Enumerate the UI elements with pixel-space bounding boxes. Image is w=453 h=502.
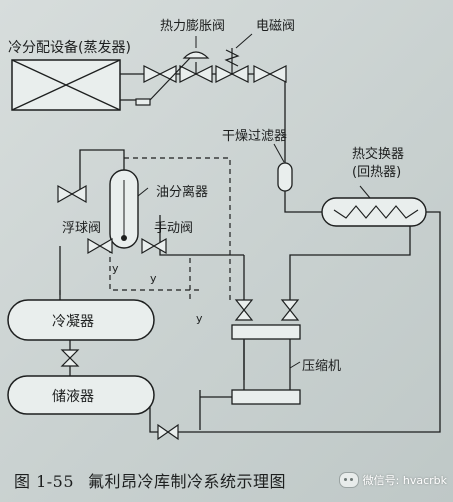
- bottom-liquid-valve: [157, 423, 179, 441]
- compressor: [200, 324, 301, 405]
- label-thermal-expansion-valve: 热力膨胀阀: [160, 19, 225, 34]
- condenser: [7, 299, 155, 341]
- sensing-bulb: [135, 98, 151, 106]
- label-solenoid-valve: 电磁阀: [256, 19, 295, 34]
- thermal-expansion-valve-symbol: [149, 51, 213, 101]
- figure-number: 图 1-55: [14, 472, 75, 491]
- discharge-to-oil-sep: [159, 215, 244, 256]
- watermark: 微信号: hvacrbk: [338, 472, 447, 488]
- leader-solenoid: [235, 33, 253, 49]
- label-evaporator: 冷分配设备(蒸发器): [8, 39, 131, 56]
- oil-separator: [109, 169, 139, 249]
- leader-compressor: [289, 361, 301, 369]
- label-heat-exchanger-sub: (回热器): [352, 165, 401, 180]
- dashed-line-mid: [109, 248, 200, 291]
- label-y-right: y: [196, 312, 203, 325]
- liquid-line-to-hx: [284, 190, 322, 213]
- valve-top-4: [253, 65, 287, 83]
- filter-drier: [277, 162, 293, 192]
- float-valve-symbol: [87, 237, 113, 255]
- compressor-valve-right: [280, 299, 300, 321]
- label-manual-valve: 手动阀: [154, 221, 193, 236]
- label-filter-drier: 干燥过滤器: [222, 129, 287, 144]
- label-y-left: y: [112, 262, 119, 275]
- suction-return-line: [175, 211, 441, 433]
- dashed-pressure-lines: [59, 157, 231, 300]
- leader-oil-sep: [137, 187, 149, 197]
- watermark-text: 微信号: hvacrbk: [362, 474, 447, 487]
- heat-exchanger: [321, 197, 427, 227]
- wechat-icon: [338, 472, 359, 488]
- leader-filter: [273, 143, 285, 163]
- leader-heat-exchanger: [359, 185, 371, 199]
- manual-valve-symbol: [141, 237, 167, 255]
- suction-line-to-compressor: [289, 226, 411, 300]
- leader-lines: [137, 33, 371, 369]
- label-compressor: 压缩机: [302, 358, 341, 374]
- valve-top-1: [143, 65, 177, 83]
- label-oil-separator: 油分离器: [156, 184, 208, 200]
- evaporator-unit: [11, 59, 121, 111]
- solenoid-valve-symbol: [215, 48, 249, 83]
- receiver-liquid-line: [149, 398, 158, 433]
- label-heat-exchanger: 热交换器: [352, 146, 404, 162]
- compressor-valve-left: [234, 299, 254, 321]
- receiver: [7, 375, 155, 415]
- figure-caption: 图 1-55 氟利昂冷库制冷系统示理图: [14, 468, 286, 492]
- label-condenser: 冷凝器: [52, 314, 94, 330]
- label-float-valve: 浮球阀: [62, 221, 101, 236]
- oil-sep-top-valve: [57, 184, 87, 204]
- label-receiver: 储液器: [52, 389, 94, 405]
- figure-title: 氟利昂冷库制冷系统示理图: [88, 472, 287, 491]
- condenser-receiver-valve: [60, 349, 80, 367]
- label-y-center: y: [150, 272, 157, 285]
- dashed-line-top: [124, 157, 231, 300]
